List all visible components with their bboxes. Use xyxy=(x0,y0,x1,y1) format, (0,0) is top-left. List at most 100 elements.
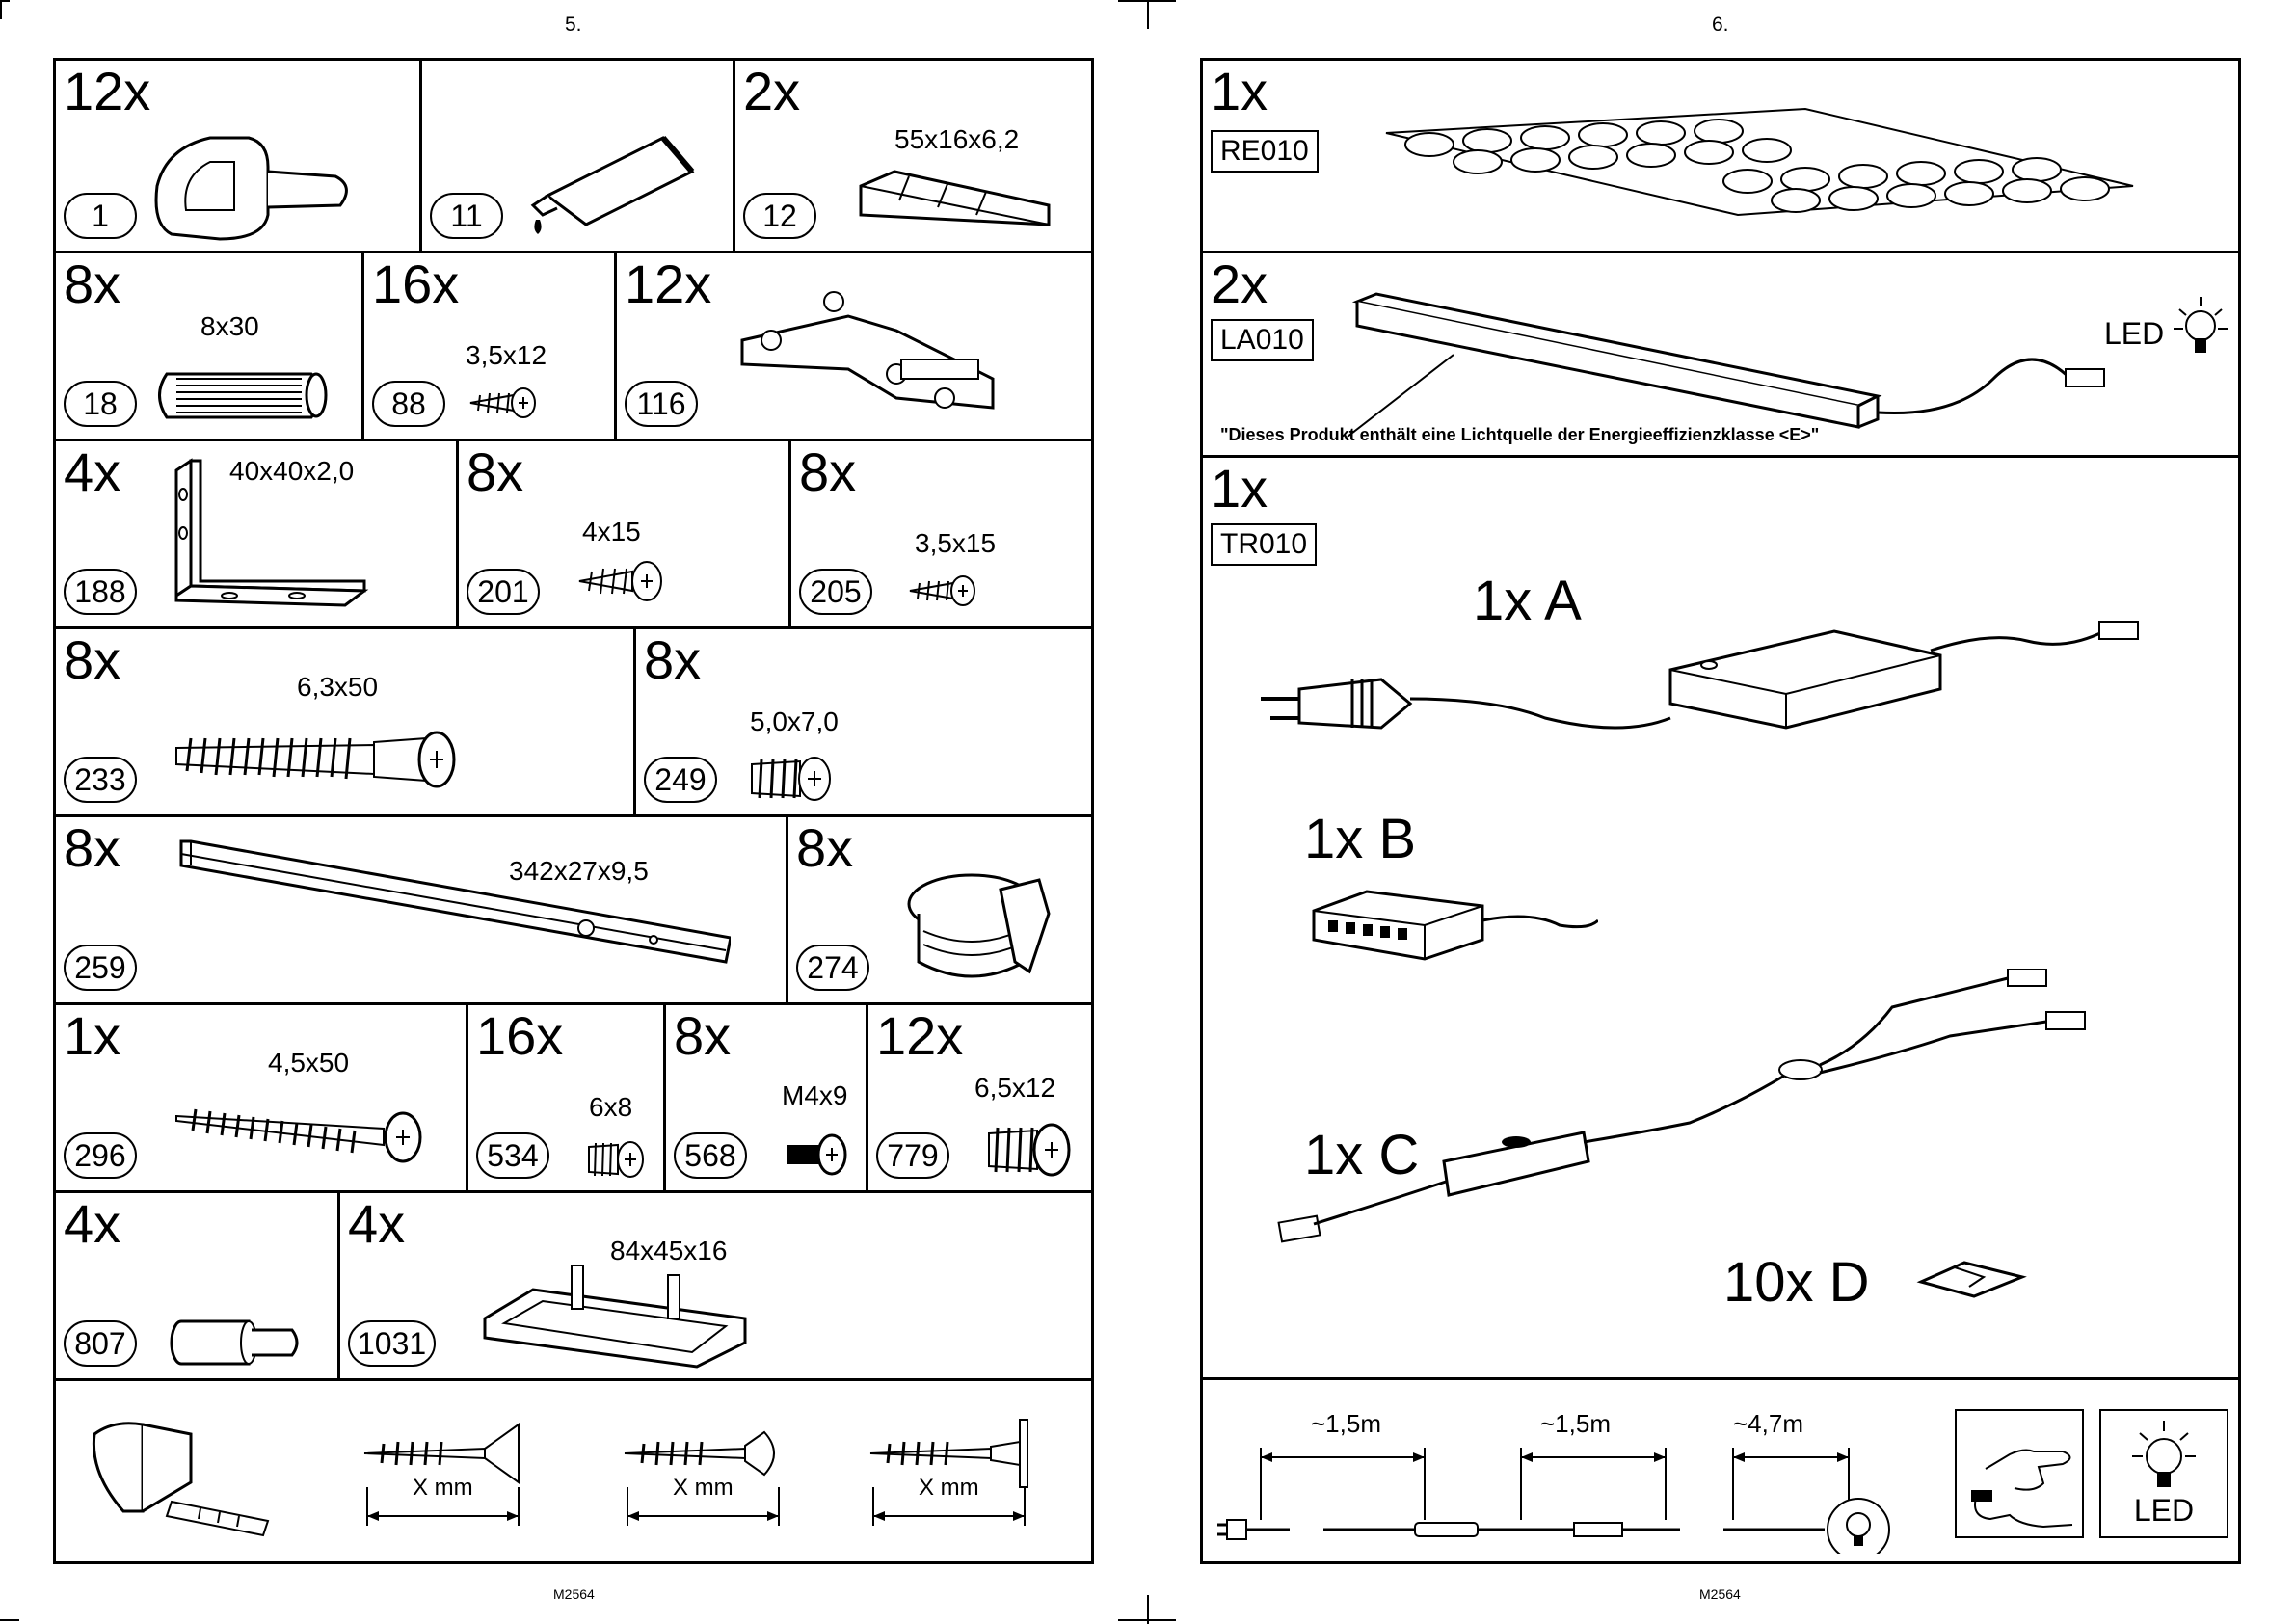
part-number: 274 xyxy=(796,945,869,991)
part-dimension: 5,0x7,0 xyxy=(750,706,839,736)
part-qty: 8x xyxy=(644,629,702,690)
led-box-label: LED xyxy=(2133,1493,2195,1528)
part-cell: 16x 6x8 534 xyxy=(468,1005,666,1190)
length-arrow xyxy=(366,1487,520,1526)
parts-row: 4x 40x40x2,0 188 8x 4x15 201 xyxy=(56,441,1091,629)
screw-icon xyxy=(751,757,831,801)
part-qty: 8x xyxy=(799,441,857,502)
part-cell: 8x 4x15 201 xyxy=(459,441,791,626)
part-qty: 8x xyxy=(64,253,121,314)
cable-length-3: ~4,7m xyxy=(1733,1409,1803,1438)
part-qty: 8x xyxy=(64,629,121,690)
screw-icon xyxy=(787,1133,847,1176)
dowel-icon xyxy=(158,372,328,419)
part-cell: 1x 4,5x50 296 xyxy=(56,1005,468,1190)
crop-mark xyxy=(1147,1595,1149,1624)
part-dimension: 40x40x2,0 xyxy=(229,456,355,486)
part-qty: 2x xyxy=(743,61,801,121)
distributor-icon xyxy=(1312,890,1598,961)
part-dimension: 6,5x12 xyxy=(974,1073,1056,1103)
part-qty: 4x xyxy=(64,1193,121,1254)
part-number: 1031 xyxy=(348,1320,437,1367)
part-dimension: 55x16x6,2 xyxy=(894,124,1020,154)
part-dimension: M4x9 xyxy=(782,1080,848,1110)
part-qty: 12x xyxy=(64,61,151,121)
washer-screw-icon xyxy=(869,1419,1028,1488)
part-dimension: 4,5x50 xyxy=(268,1048,350,1078)
length-label: X mm xyxy=(413,1475,473,1501)
part-dimension: 6,3x50 xyxy=(297,672,379,702)
part-qty: 16x xyxy=(372,253,460,314)
part-dimension: 3,5x12 xyxy=(466,340,547,370)
parts-frame-left: 12x 1 11 2x 55x16x6,2 12 xyxy=(53,58,1094,1564)
cable-length-1: ~1,5m xyxy=(1311,1409,1381,1438)
part-qty: 12x xyxy=(625,253,712,314)
re010-row: 1x RE010 xyxy=(1203,61,2238,253)
parts-frame-right: 1x RE010 2x LA010 L xyxy=(1200,58,2241,1564)
part-qty: 2x xyxy=(1211,253,1268,314)
item-c-label: 1x C xyxy=(1304,1124,1420,1186)
part-cell: 8x 6,3x50 233 xyxy=(56,629,636,814)
tr010-row: 1x TR010 1x A 1x B 1x C xyxy=(1203,458,2238,1380)
part-number: 11 xyxy=(430,193,503,239)
hinge-icon xyxy=(740,291,995,410)
part-number: 12 xyxy=(743,193,816,239)
part-number: 88 xyxy=(372,381,445,427)
measuring-tape-icon xyxy=(92,1422,270,1537)
screw-icon xyxy=(469,387,536,418)
part-number: 249 xyxy=(644,757,717,803)
part-dimension: 342x27x9,5 xyxy=(509,856,649,886)
hand-touch-icon xyxy=(1971,1449,2073,1529)
part-qty: 1x xyxy=(1211,458,1268,519)
led-strip-icon xyxy=(1347,292,2105,437)
length-label: X mm xyxy=(673,1475,734,1501)
screw-icon xyxy=(175,731,456,788)
part-number: 1 xyxy=(64,193,137,239)
la010-row: 2x LA010 LED "Dieses Produkt enthält ein… xyxy=(1203,253,2238,458)
part-number: 259 xyxy=(64,945,137,991)
part-dimension: 8x30 xyxy=(200,311,259,341)
doc-code: M2564 xyxy=(1699,1586,1741,1602)
measure-row: X mm X mm X mm xyxy=(56,1381,1091,1564)
part-cell: 12x 116 xyxy=(617,253,1091,439)
felt-pads-sheet-icon xyxy=(1385,107,2134,217)
part-number: 188 xyxy=(64,569,137,615)
light-bulb-icon xyxy=(2132,1421,2196,1487)
parts-row: 8x 342x27x9,5 259 8x 274 xyxy=(56,817,1091,1005)
part-cell: 16x 3,5x12 88 xyxy=(364,253,617,439)
glue-tube-icon xyxy=(530,136,695,234)
length-arrow xyxy=(872,1487,1026,1526)
part-code: RE010 xyxy=(1211,130,1319,173)
part-number: 233 xyxy=(64,757,137,803)
part-cell: 8x 5,0x7,0 249 xyxy=(636,629,1091,814)
light-bulb-icon xyxy=(2174,297,2228,353)
energy-class-note: "Dieses Produkt enthält eine Lichtquelle… xyxy=(1220,425,1820,444)
crop-mark xyxy=(0,1619,19,1621)
part-cell: 12x 1 xyxy=(56,61,422,251)
part-number: 201 xyxy=(467,569,540,615)
cable-length-2: ~1,5m xyxy=(1540,1409,1611,1438)
part-qty: 4x xyxy=(348,1193,406,1254)
page-number: 6. xyxy=(1712,13,1729,36)
part-qty: 1x xyxy=(64,1005,121,1066)
shelf-support-icon xyxy=(154,136,348,241)
part-code: TR010 xyxy=(1211,523,1318,566)
panhead-screw-icon xyxy=(624,1430,775,1477)
parts-row: 12x 1 11 2x 55x16x6,2 12 xyxy=(56,61,1091,253)
cable-layout-diagram xyxy=(1217,1448,1890,1554)
part-cell: 4x 40x40x2,0 188 xyxy=(56,441,459,626)
part-qty: 4x xyxy=(64,441,121,502)
part-cell: 2x 55x16x6,2 12 xyxy=(735,61,1091,251)
part-number: 116 xyxy=(625,381,698,427)
part-dimension: 84x45x16 xyxy=(610,1236,728,1265)
angle-bracket-icon xyxy=(174,458,369,607)
parts-row: 8x 6,3x50 233 8x 5,0x7,0 249 xyxy=(56,629,1091,817)
part-cell: 8x 3,5x15 205 xyxy=(791,441,1091,626)
switch-cable-icon xyxy=(1277,969,2086,1243)
part-number: 807 xyxy=(64,1320,137,1367)
part-cell: 8x M4x9 568 xyxy=(666,1005,868,1190)
length-arrow xyxy=(627,1487,780,1526)
part-number: 534 xyxy=(476,1132,549,1179)
part-number: 296 xyxy=(64,1132,137,1179)
part-dimension: 4x15 xyxy=(582,517,641,546)
